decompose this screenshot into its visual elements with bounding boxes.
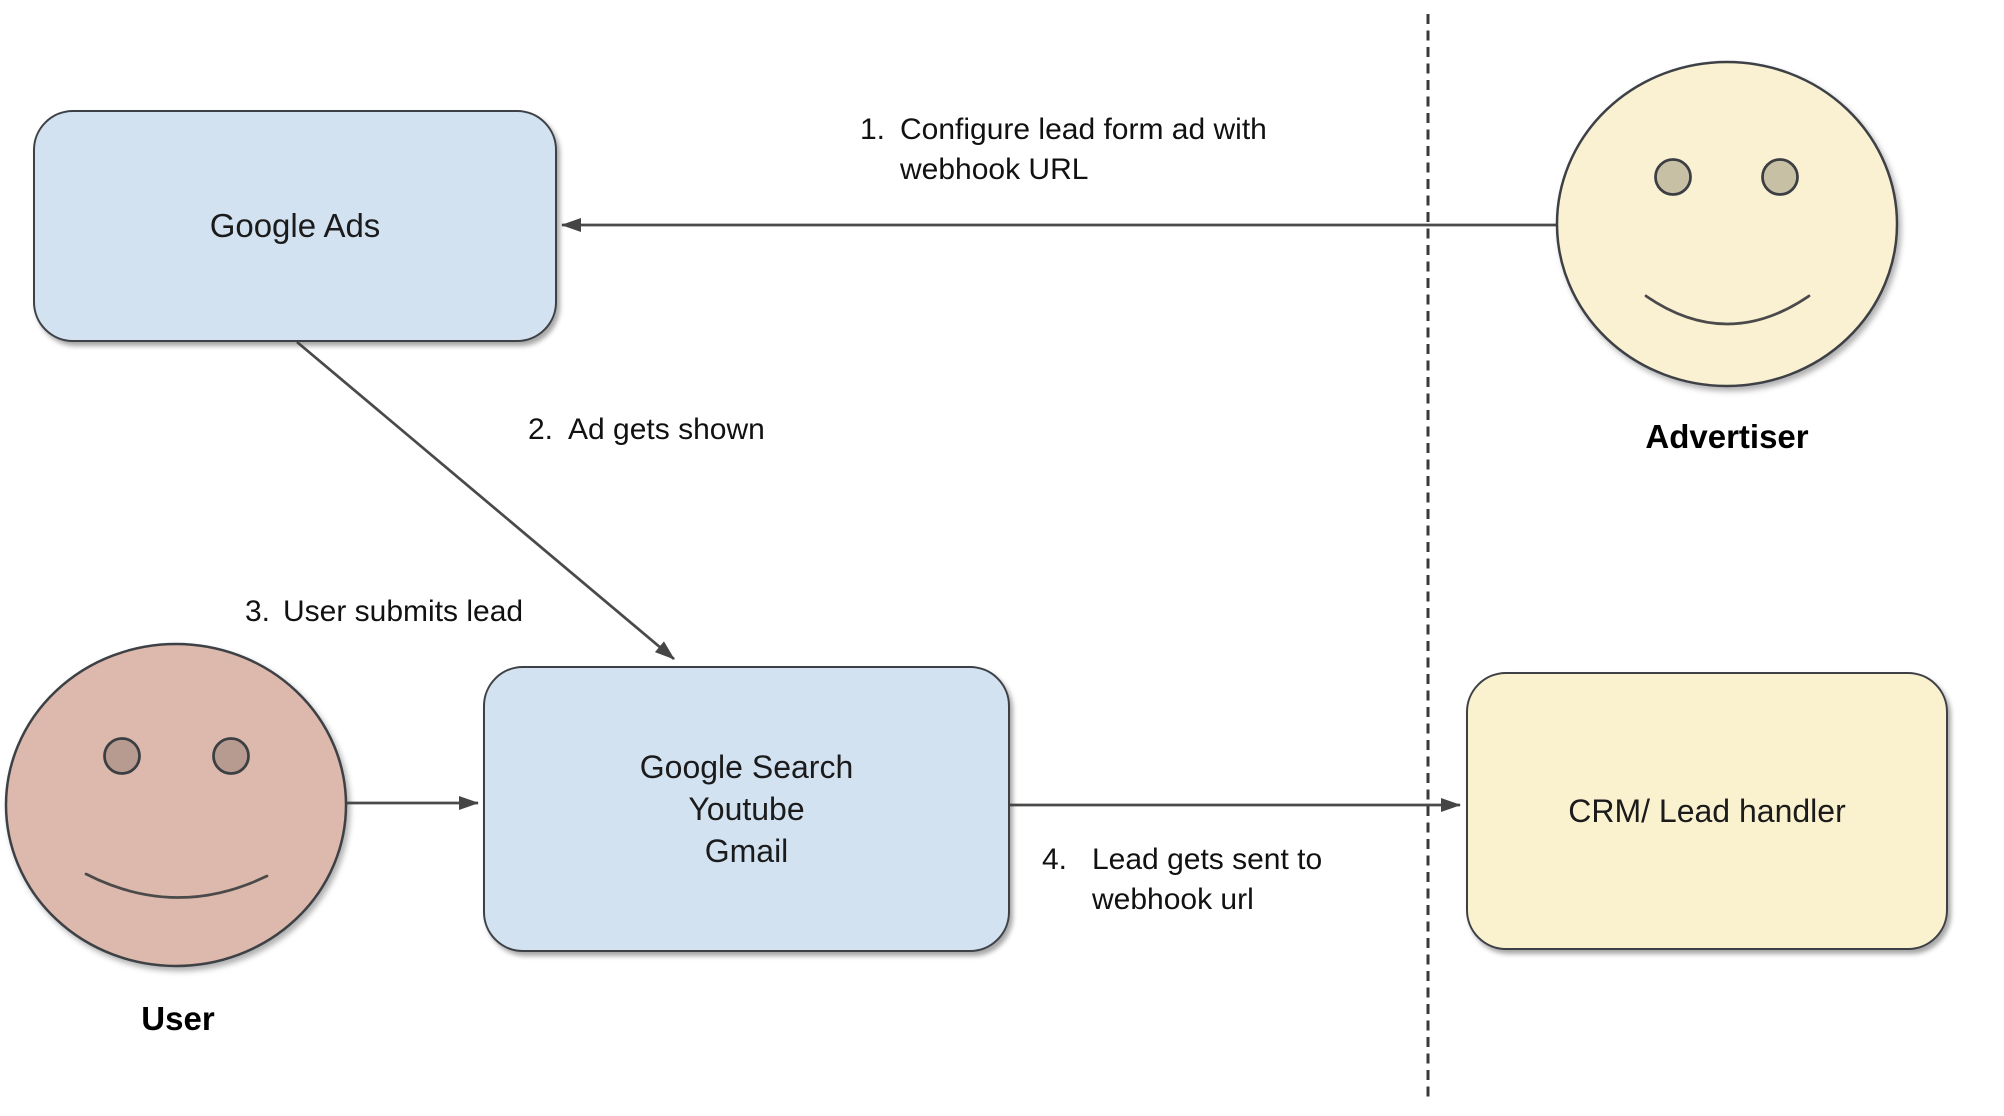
node-google-surfaces-line: Gmail	[704, 833, 789, 869]
step-2-number: 2.	[528, 413, 554, 446]
step-4-number: 4.	[1042, 843, 1068, 876]
arrow-google-ads-to-surfaces	[296, 340, 675, 661]
user-right-eye	[212, 737, 250, 775]
step-1-number: 1.	[860, 113, 886, 146]
node-google-surfaces-line: Youtube	[688, 791, 805, 827]
node-google-surfaces-line: Google Search	[639, 749, 854, 785]
step-4-text-line: webhook url	[1092, 883, 1254, 916]
step-4-annotation: 4. Lead gets sent to webhook url	[1042, 840, 1322, 920]
advertiser-label: Advertiser	[1645, 418, 1809, 455]
step-2-text-line: Ad gets shown	[568, 413, 765, 446]
step-3-number: 3.	[245, 595, 271, 628]
step-3-text-line: User submits lead	[283, 595, 524, 628]
advertiser-smile	[1644, 294, 1811, 326]
user-smile	[84, 872, 269, 899]
step-2-annotation: 2. Ad gets shown	[528, 410, 765, 450]
step-3-annotation: 3. User submits lead	[245, 592, 523, 632]
step-1-annotation: 1. Configure lead form ad with webhook U…	[860, 110, 1267, 190]
node-crm-label: CRM/ Lead handler	[1568, 793, 1846, 829]
user-label: User	[141, 1000, 215, 1037]
node-google-surfaces: Google Search Youtube Gmail	[483, 666, 1010, 952]
step-4-text-line: Lead gets sent to	[1092, 843, 1323, 876]
user-face-icon	[4, 642, 348, 968]
node-google-ads: Google Ads	[33, 110, 557, 342]
advertiser-left-eye	[1654, 158, 1692, 196]
advertiser-face-icon	[1555, 60, 1899, 388]
step-1-text-line: Configure lead form ad with	[900, 113, 1267, 146]
step-1-text-line: webhook URL	[900, 153, 1089, 186]
node-crm-lead-handler: CRM/ Lead handler	[1466, 672, 1948, 950]
node-google-ads-label: Google Ads	[209, 207, 381, 244]
user-left-eye	[103, 737, 141, 775]
advertiser-right-eye	[1761, 158, 1799, 196]
